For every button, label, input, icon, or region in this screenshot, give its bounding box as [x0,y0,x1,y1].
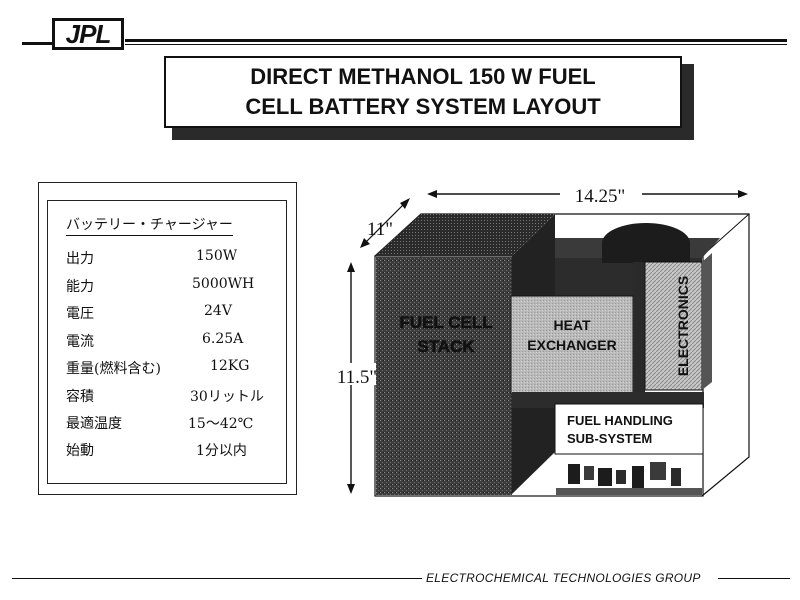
spec-panel [47,200,287,484]
spec-value: 24V [204,303,232,319]
spec-value: 150W [196,248,238,264]
spec-value: 30リットル [190,389,264,405]
page-title: DIRECT METHANOL 150 W FUEL CELL BATTERY … [164,56,682,128]
header-rule-right [125,39,787,42]
header-rule-right-thin [125,44,787,45]
electronics-label: ELECTRONICS [675,276,691,376]
spec-label: 容積 [66,389,94,405]
spec-value: 5000WH [192,276,255,292]
spec-title: バッテリー・チャージャー [66,214,233,236]
electronics-panel [644,261,703,391]
spec-value: 1分以内 [196,443,247,459]
fuel-cell-stack-top [375,214,555,256]
dimension-width: 14.25" [427,184,748,207]
fuel-handling-label-1: FUEL HANDLING [567,413,673,428]
heat-exchanger-label-2: EXCHANGER [527,337,616,353]
fuel-cell-label-2: STACK [417,337,475,356]
footer-group-name: ELECTROCHEMICAL TECHNOLOGIES GROUP [426,571,701,585]
spec-value: 12KG [210,358,250,374]
spec-label: 能力 [66,279,94,295]
dimension-depth: 11" [360,198,410,248]
electronics-side [702,253,712,390]
jpl-logo: JPL [52,18,124,50]
spec-value: 15～42℃ [188,416,254,432]
fuel-cell-stack [376,257,512,495]
fuel-handling-subsystem [554,403,704,455]
heat-exchanger-label-1: HEAT [553,317,591,333]
spec-label: 出力 [66,251,94,267]
title-line-2: CELL BATTERY SYSTEM LAYOUT [245,94,601,119]
header-rule-left [22,42,52,45]
footer-rule-left [12,578,422,579]
inner-structure [633,262,645,407]
pump-components [556,455,702,495]
layout-diagram: FUEL CELL STACK HEAT EXCHANGER ELECTRONI… [332,184,750,497]
fuel-handling-label-2: SUB-SYSTEM [567,431,652,446]
dimension-height: 11.5" [332,262,377,494]
spec-label: 始動 [66,443,94,459]
spec-label: 最適温度 [66,416,122,432]
spec-label: 電流 [66,334,94,350]
spec-panel-outer [38,182,297,495]
dimension-width-label: 14.25" [575,186,626,207]
spec-value: 6.25A [202,331,244,347]
fuel-cell-label-1: FUEL CELL [399,313,492,332]
spec-label: 重量(燃料含む) [66,361,161,377]
title-line-1: DIRECT METHANOL 150 W FUEL [250,64,596,89]
footer-rule-right [718,578,790,579]
dimension-height-label: 11.5" [337,367,377,388]
spec-label: 電圧 [66,306,94,322]
fuel-tank-body [602,243,690,263]
dimension-depth-label: 11" [367,219,393,240]
